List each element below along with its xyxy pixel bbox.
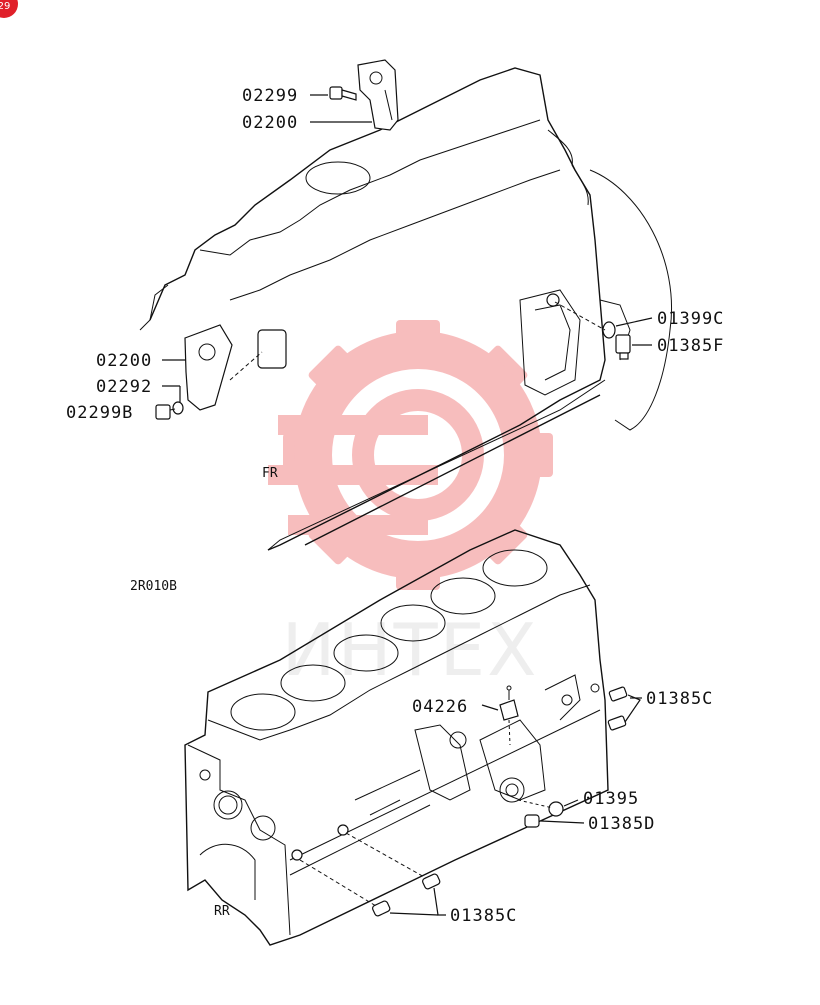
bolt-02299B <box>155 404 176 420</box>
label-01399C: 01399C <box>657 309 724 329</box>
sensor-04226 <box>499 685 519 746</box>
label-02200-left: 02200 <box>96 351 152 371</box>
label-01385C-bottom: 01385C <box>450 906 517 926</box>
label-04226: 04226 <box>412 697 468 717</box>
label-01385C-right: 01385C <box>646 689 713 709</box>
diagram-ref-code: 2R010B <box>130 579 177 594</box>
dashed-guide-01395 <box>517 799 554 809</box>
bolt-02299 <box>329 86 357 101</box>
dashed-guide <box>554 301 606 331</box>
label-02299: 02299 <box>242 86 298 106</box>
gasket-01399C <box>602 321 616 339</box>
label-02200-top: 02200 <box>242 113 298 133</box>
cylinder-head <box>139 67 672 551</box>
front-lift-bracket <box>357 59 399 131</box>
leader-lines <box>162 94 653 916</box>
label-01395: 01395 <box>583 789 639 809</box>
dashed-guide-bottom-2 <box>345 832 427 879</box>
plug-port <box>546 293 560 307</box>
plug-01385C-right <box>607 686 628 731</box>
label-fr: FR <box>262 466 278 481</box>
washer-02292 <box>172 401 184 415</box>
badge-number: 29 <box>0 1 10 12</box>
plug-01385D <box>524 814 540 828</box>
label-01385D: 01385D <box>588 814 655 834</box>
watermark-text: ИНТЕХ <box>282 608 539 692</box>
plug-01385C-bottom <box>372 873 441 917</box>
label-rr: RR <box>214 904 230 919</box>
gear-icon <box>268 320 553 590</box>
gasket-01395 <box>548 801 564 817</box>
cylinder-block <box>184 529 609 946</box>
label-02292: 02292 <box>96 377 152 397</box>
plug-01385F <box>615 334 631 360</box>
label-01385F: 01385F <box>657 336 724 356</box>
dashed-guide-bottom-1 <box>299 859 377 907</box>
page-badge: 29 <box>0 0 18 18</box>
label-02299B: 02299B <box>66 403 133 423</box>
dashed-guide-left <box>229 351 263 381</box>
rear-lift-bracket <box>184 324 233 411</box>
watermark: ИНТЕХ <box>268 320 553 692</box>
